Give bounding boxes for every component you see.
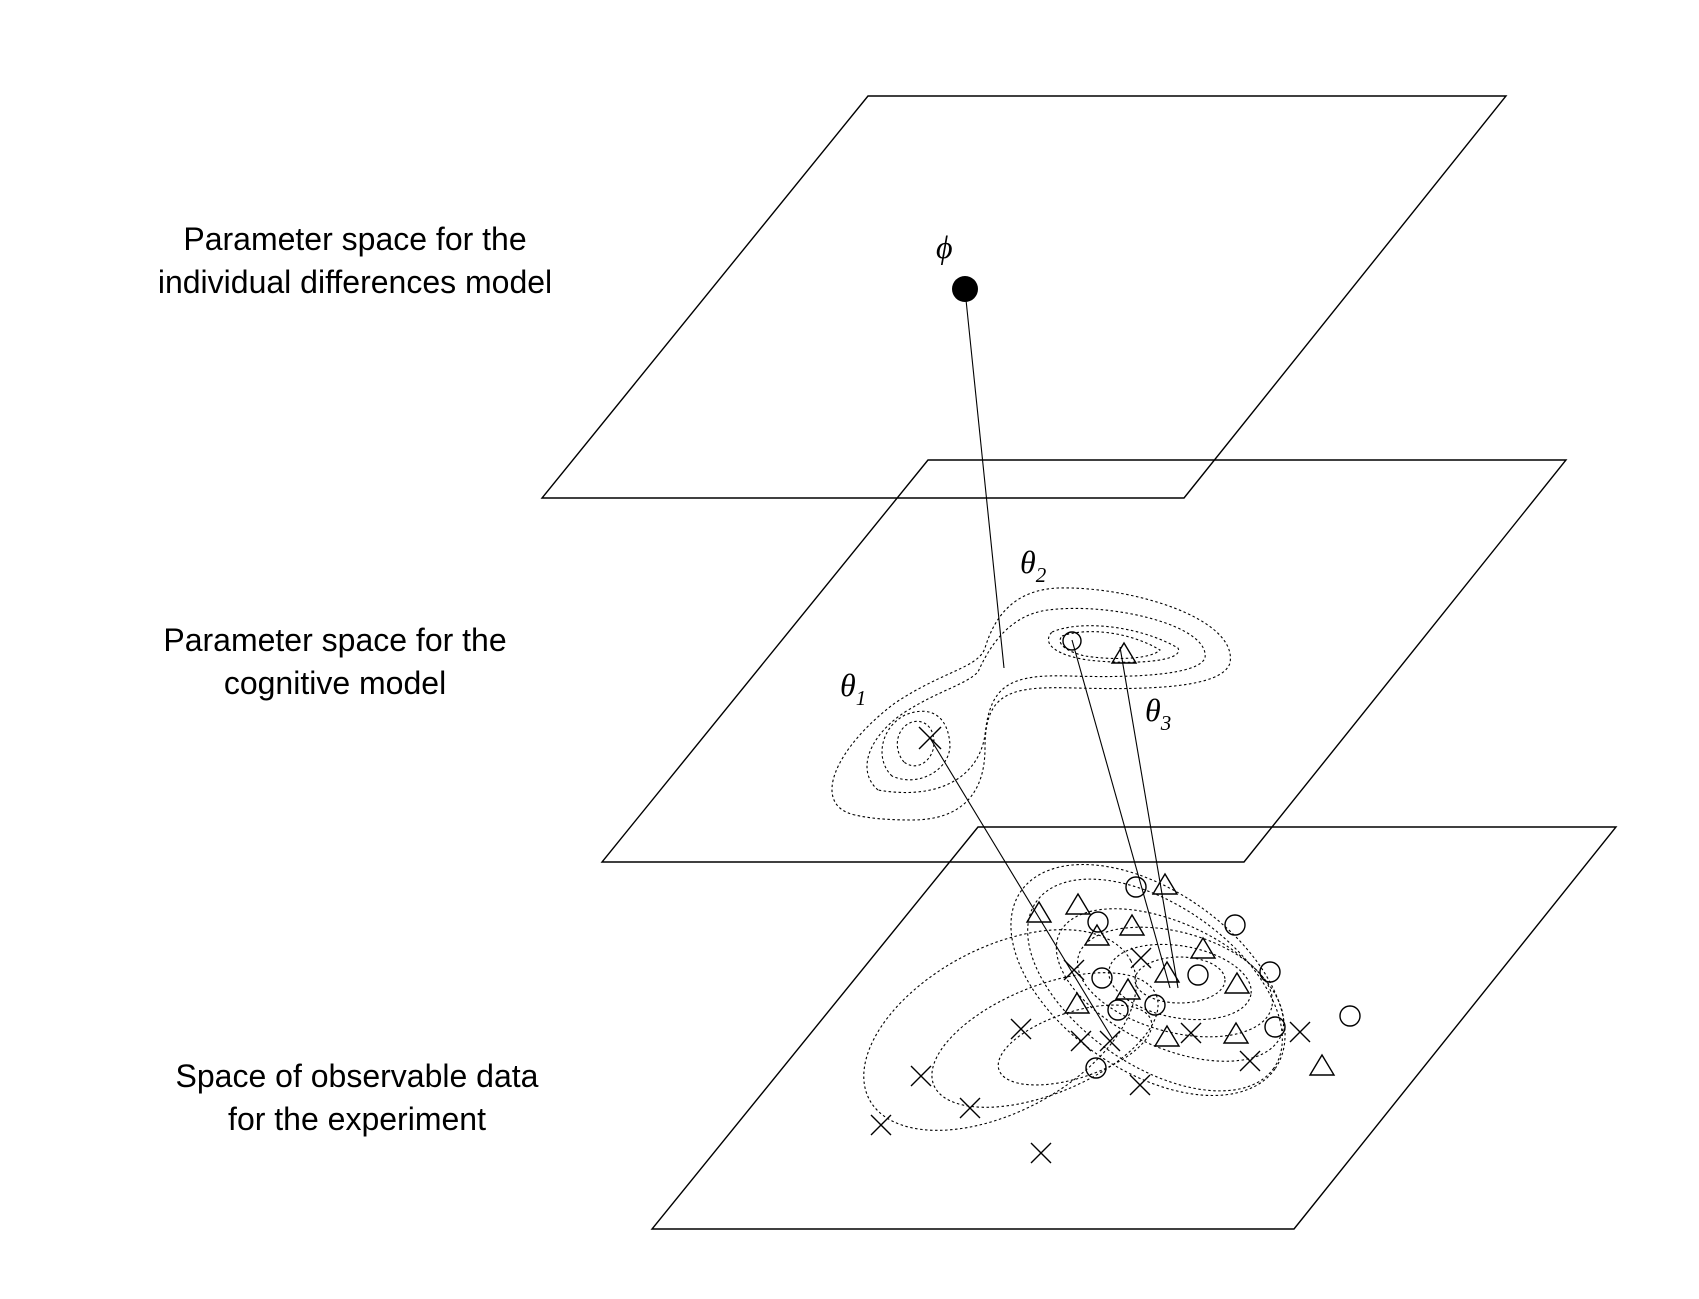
middle-caption-line2: cognitive model bbox=[224, 665, 446, 701]
theta3-link bbox=[1119, 646, 1179, 989]
bottom-plane bbox=[650, 826, 1618, 1230]
phi-label: ϕ bbox=[936, 229, 953, 265]
top-caption-line2: individual differences model bbox=[158, 264, 552, 300]
data-circle-markers bbox=[1085, 876, 1361, 1079]
theta1-marker bbox=[918, 726, 942, 750]
data-density-contours bbox=[863, 863, 1286, 1131]
theta1-label: θ1 bbox=[840, 667, 866, 710]
phi-point bbox=[952, 276, 978, 302]
top-caption-line1: Parameter space for the bbox=[183, 221, 526, 257]
bottom-caption-line2: for the experiment bbox=[228, 1101, 486, 1137]
phi-link bbox=[964, 289, 1005, 669]
theta3-marker bbox=[1110, 641, 1138, 664]
theta2-label: θ2 bbox=[1020, 544, 1047, 587]
theta2-marker bbox=[1062, 631, 1082, 651]
middle-caption-line1: Parameter space for the bbox=[163, 622, 506, 658]
top-plane bbox=[540, 95, 1508, 499]
bottom-caption-line1: Space of observable data bbox=[176, 1058, 539, 1094]
theta1-link bbox=[929, 737, 1113, 1039]
data-x-markers bbox=[870, 947, 1311, 1164]
middle-plane bbox=[600, 459, 1568, 863]
cognitive-density-contours bbox=[831, 587, 1231, 821]
theta3-label: θ3 bbox=[1145, 692, 1171, 735]
theta2-link bbox=[1071, 639, 1171, 989]
data-triangle-markers bbox=[1025, 872, 1336, 1076]
